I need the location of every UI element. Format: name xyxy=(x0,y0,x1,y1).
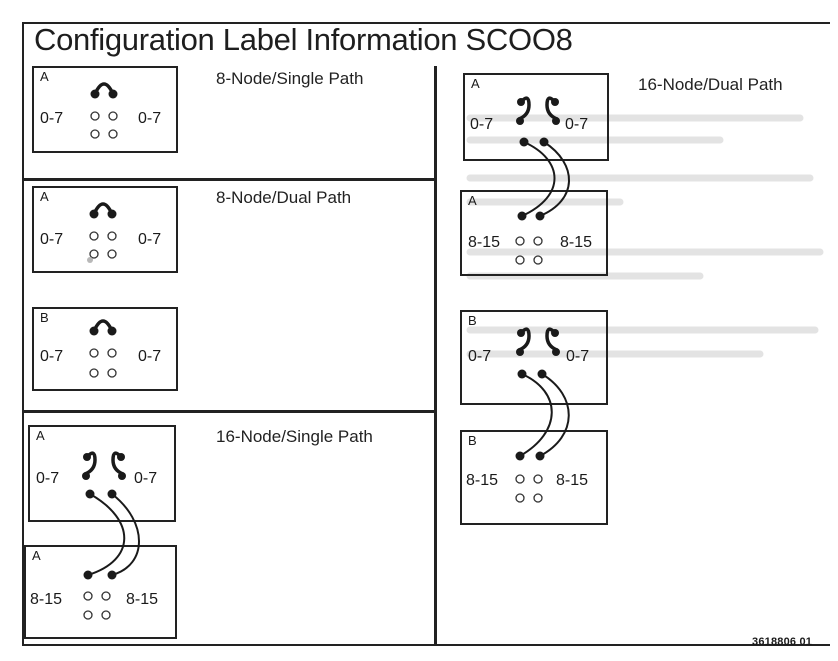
right-port-label: 0-7 xyxy=(134,470,158,487)
right-port-label: 8-15 xyxy=(560,234,593,251)
page-title: Configuration Label Information SCOO8 xyxy=(34,22,573,57)
node-box-16-dual-b-bottom: B 8-15 8-15 xyxy=(460,430,608,525)
node-box-16-single-a-bottom: A 8-15 8-15 xyxy=(24,545,177,639)
node-label: A xyxy=(36,428,45,443)
node-box-8-dual-b: B 0-7 0-7 xyxy=(32,307,178,391)
node-label: B xyxy=(468,313,477,328)
left-port-label: 8-15 xyxy=(468,234,501,251)
node-label: A xyxy=(471,76,480,91)
heading-16-node-single-path: 16-Node/Single Path xyxy=(216,427,373,446)
node-label: A xyxy=(32,548,41,563)
left-port-label: 0-7 xyxy=(40,348,64,365)
node-box-8-single-a: A 0-7 0-7 xyxy=(32,66,178,153)
heading-8-node-dual-path: 8-Node/Dual Path xyxy=(216,188,352,207)
node-label: A xyxy=(468,193,477,208)
heading-8-node-single-path: 8-Node/Single Path xyxy=(216,69,364,88)
section-divider-1 xyxy=(24,178,436,181)
node-label: A xyxy=(40,69,49,84)
label-frame xyxy=(22,22,830,646)
right-port-label: 0-7 xyxy=(566,348,590,365)
node-label: B xyxy=(40,310,49,325)
right-port-label: 8-15 xyxy=(556,472,589,489)
right-port-label: 0-7 xyxy=(138,231,162,248)
left-port-label: 0-7 xyxy=(36,470,60,487)
left-port-label: 0-7 xyxy=(40,110,64,127)
right-port-label: 0-7 xyxy=(565,116,589,133)
node-box-16-single-a-top: A 0-7 0-7 xyxy=(28,425,176,522)
document-number: 3618806 01 xyxy=(752,636,813,648)
node-box-16-dual-a-top: A 0-7 0-7 xyxy=(463,73,609,161)
vertical-divider xyxy=(434,66,437,644)
node-box-16-dual-a-bottom: A 8-15 8-15 xyxy=(460,190,608,276)
left-port-label: 0-7 xyxy=(40,231,64,248)
node-box-16-dual-b-top: B 0-7 0-7 xyxy=(460,310,608,405)
left-port-label: 0-7 xyxy=(470,116,494,133)
section-divider-2 xyxy=(24,410,436,413)
node-box-8-dual-a: A 0-7 0-7 xyxy=(32,186,178,273)
node-label: A xyxy=(40,189,49,204)
right-port-label: 0-7 xyxy=(138,110,162,127)
node-label: B xyxy=(468,433,477,448)
right-port-label: 0-7 xyxy=(138,348,162,365)
heading-16-node-dual-path: 16-Node/Dual Path xyxy=(638,75,783,94)
left-port-label: 8-15 xyxy=(30,591,63,608)
left-port-label: 8-15 xyxy=(466,472,499,489)
left-port-label: 0-7 xyxy=(468,348,492,365)
right-port-label: 8-15 xyxy=(126,591,159,608)
